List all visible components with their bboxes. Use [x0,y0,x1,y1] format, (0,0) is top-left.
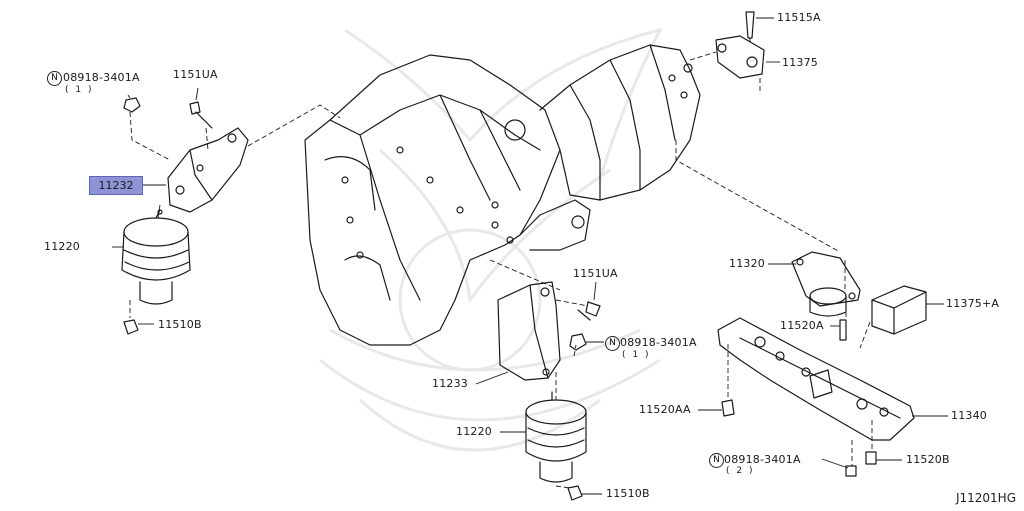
part-label-11375[interactable]: 11375 [782,56,818,69]
dashed-lines [129,38,873,489]
part-label-11510b-bottom[interactable]: 11510B [606,487,650,500]
part-label-11515a[interactable]: 11515A [777,11,821,24]
crossmember [717,317,915,441]
qty-label-top: ( 1 ) [65,85,94,95]
part-label-1151ua-top[interactable]: 1151UA [173,68,218,81]
part-label-11520b[interactable]: 11520B [906,453,950,466]
right-mount-bracket [497,281,561,381]
part-label-08918-mid[interactable]: 08918-3401A [620,336,697,349]
part-label-11233[interactable]: 11233 [432,377,468,390]
rear-mount-11375 [715,35,765,79]
part-label-11520a[interactable]: 11520A [780,319,824,332]
watermark-logo [319,27,663,452]
transmission [539,44,701,201]
part-label-11220-bottom[interactable]: 11220 [456,425,492,438]
part-label-08918-bottom[interactable]: 08918-3401A [724,453,801,466]
qty-label-bottom: ( 2 ) [726,466,755,476]
rear-insulator-11320 [791,251,861,317]
n-mark-bottom: N [709,453,724,468]
n-mark-mid: N [605,336,620,351]
part-label-08918-top[interactable]: 08918-3401A [63,71,140,84]
qty-label-mid: ( 1 ) [622,350,651,360]
left-insulator [121,209,191,305]
part-label-11375a[interactable]: 11375+A [946,297,1000,310]
dynamic-damper [871,285,927,335]
leader-lines [112,17,948,495]
part-label-11510b-left[interactable]: 11510B [158,318,202,331]
drawing-code: J11201HG [955,491,1016,505]
part-label-11232-highlighted[interactable]: 11232 [89,176,143,195]
left-mount-bracket [167,127,249,213]
part-label-11340[interactable]: 11340 [951,409,987,422]
part-label-11220-left[interactable]: 11220 [44,240,80,253]
right-insulator [525,391,587,483]
part-label-1151ua-mid[interactable]: 1151UA [573,267,618,280]
fasteners [123,11,877,501]
part-label-11520aa[interactable]: 11520AA [639,403,691,416]
part-label-11320[interactable]: 11320 [729,257,765,270]
n-mark-top: N [47,71,62,86]
engine-block [304,54,591,346]
